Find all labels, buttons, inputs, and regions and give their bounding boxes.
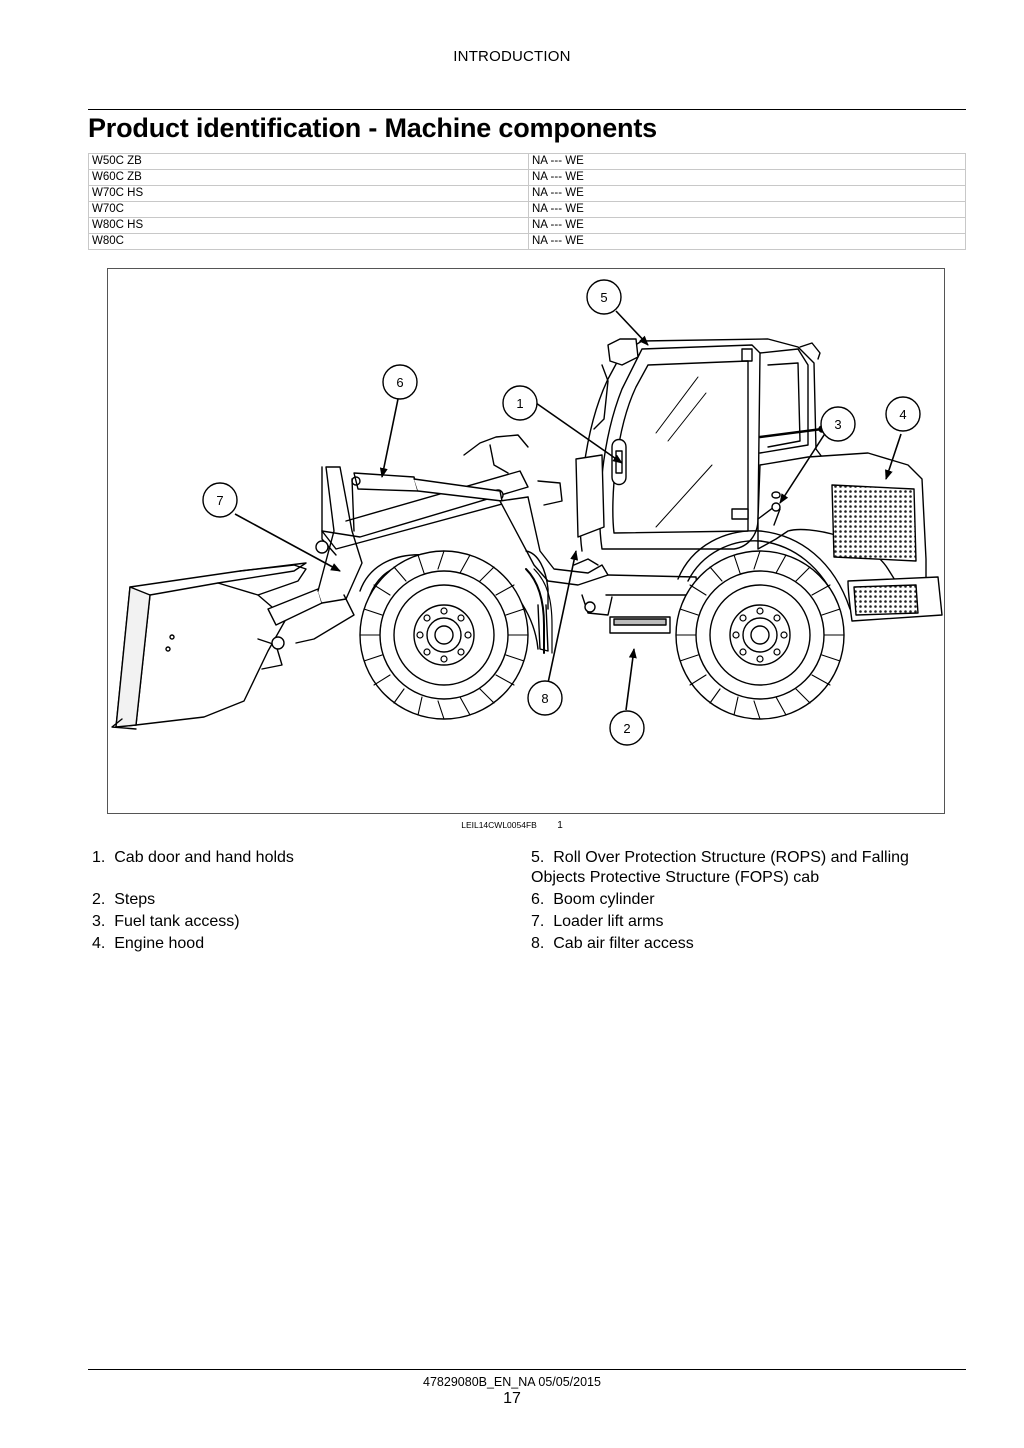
legend-text: Roll Over Protection Structure (ROPS) an…	[531, 849, 909, 886]
callout-3: 3	[820, 406, 856, 442]
legend-number: 7.	[531, 913, 545, 930]
region-cell: NA --- WE	[528, 185, 966, 202]
legend-text: Engine hood	[114, 935, 205, 952]
region-cell: NA --- WE	[528, 153, 966, 170]
callout-5-leader	[615, 310, 649, 346]
svg-text:1: 1	[516, 396, 523, 411]
region-cell: NA --- WE	[528, 233, 966, 250]
table-row: W60C ZB NA --- WE	[88, 169, 966, 186]
callout-2: 2	[609, 710, 645, 746]
cab	[575, 338, 829, 552]
svg-text:2: 2	[623, 721, 630, 736]
model-cell: W80C	[88, 233, 529, 250]
engine-hood	[757, 452, 943, 622]
model-cell: W80C HS	[88, 217, 529, 234]
page-number: 17	[503, 1390, 521, 1407]
figure-code: LEIL14CWL0054FB	[461, 820, 537, 830]
running-header: INTRODUCTION	[453, 48, 571, 65]
legend-number: 8.	[531, 935, 545, 952]
region-cell: NA --- WE	[528, 169, 966, 186]
figure-number: 1	[557, 820, 563, 831]
callout-badges: 1 2 3 4 5 6 7	[202, 279, 921, 746]
callout-4: 4	[885, 396, 921, 432]
figure-caption: LEIL14CWL0054FB 1	[0, 820, 1024, 831]
callout-6: 6	[382, 364, 418, 400]
legend-item: 6. Boom cylinder	[531, 890, 951, 910]
header-rule	[88, 109, 966, 110]
table-row: W70C HS NA --- WE	[88, 185, 966, 202]
model-table: W50C ZB NA --- WE W60C ZB NA --- WE W70C…	[88, 153, 966, 250]
page-title: Product identification - Machine compone…	[88, 113, 657, 143]
callout-2-leader	[625, 648, 637, 711]
model-cell: W50C ZB	[88, 153, 529, 170]
callout-7-leader	[234, 513, 341, 572]
model-cell: W70C	[88, 201, 529, 218]
legend-item: 1. Cab door and hand holds	[92, 848, 512, 868]
callout-8: 8	[527, 680, 563, 716]
legend-text: Loader lift arms	[553, 913, 664, 930]
document-id: 47829080B_EN_NA 05/05/2015	[423, 1375, 601, 1389]
legend-item: 4. Engine hood	[92, 934, 512, 954]
legend-text: Boom cylinder	[553, 891, 655, 908]
legend-left: 1. Cab door and hand holds 2. Steps 3. F…	[92, 848, 512, 956]
legend-text: Cab air filter access	[553, 935, 694, 952]
region-cell: NA --- WE	[528, 201, 966, 218]
legend-item: 7. Loader lift arms	[531, 912, 951, 932]
legend-number: 6.	[531, 891, 545, 908]
svg-text:8: 8	[541, 691, 548, 706]
callout-6-leader	[379, 398, 399, 478]
table-row: W80C HS NA --- WE	[88, 217, 966, 234]
rear-wheel	[675, 530, 851, 720]
legend-item: 3. Fuel tank access)	[92, 912, 512, 932]
legend-text: Fuel tank access)	[114, 913, 240, 930]
wheel-loader-drawing: 1 2 3 4 5 6 7	[111, 279, 943, 746]
model-cell: W70C HS	[88, 185, 529, 202]
front-wheel	[359, 550, 539, 720]
legend-number: 5.	[531, 849, 545, 866]
bucket	[111, 562, 307, 730]
table-row: W70C NA --- WE	[88, 201, 966, 218]
callout-3-leader	[779, 431, 827, 504]
svg-text:4: 4	[899, 407, 906, 422]
legend-right: 5. Roll Over Protection Structure (ROPS)…	[531, 848, 951, 956]
legend-item: 2. Steps	[92, 890, 512, 910]
table-row: W50C ZB NA --- WE	[88, 153, 966, 170]
callout-1: 1	[502, 385, 538, 421]
steps	[609, 616, 671, 634]
callout-7: 7	[202, 482, 238, 518]
callout-1-leader	[535, 402, 623, 464]
model-cell: W60C ZB	[88, 169, 529, 186]
boom-cylinder	[351, 434, 529, 502]
legend-item: 5. Roll Over Protection Structure (ROPS)…	[531, 848, 951, 888]
region-cell: NA --- WE	[528, 217, 966, 234]
legend-item: 8. Cab air filter access	[531, 934, 951, 954]
table-row: W80C NA --- WE	[88, 233, 966, 250]
legend-number: 1.	[92, 849, 106, 866]
legend-text: Steps	[114, 891, 156, 908]
svg-text:3: 3	[834, 417, 841, 432]
legend-number: 4.	[92, 935, 106, 952]
callout-5: 5	[586, 279, 622, 315]
callout-4-leader	[885, 433, 902, 480]
svg-text:5: 5	[600, 290, 607, 305]
svg-text:6: 6	[396, 375, 403, 390]
footer-rule	[88, 1369, 966, 1370]
legend-number: 2.	[92, 891, 106, 908]
filter-hose	[525, 568, 545, 654]
legend-text: Cab door and hand holds	[114, 849, 294, 866]
legend-number: 3.	[92, 913, 106, 930]
machine-illustration: 1 2 3 4 5 6 7	[107, 268, 945, 814]
svg-text:7: 7	[216, 493, 223, 508]
callout-8-leader	[547, 550, 579, 684]
